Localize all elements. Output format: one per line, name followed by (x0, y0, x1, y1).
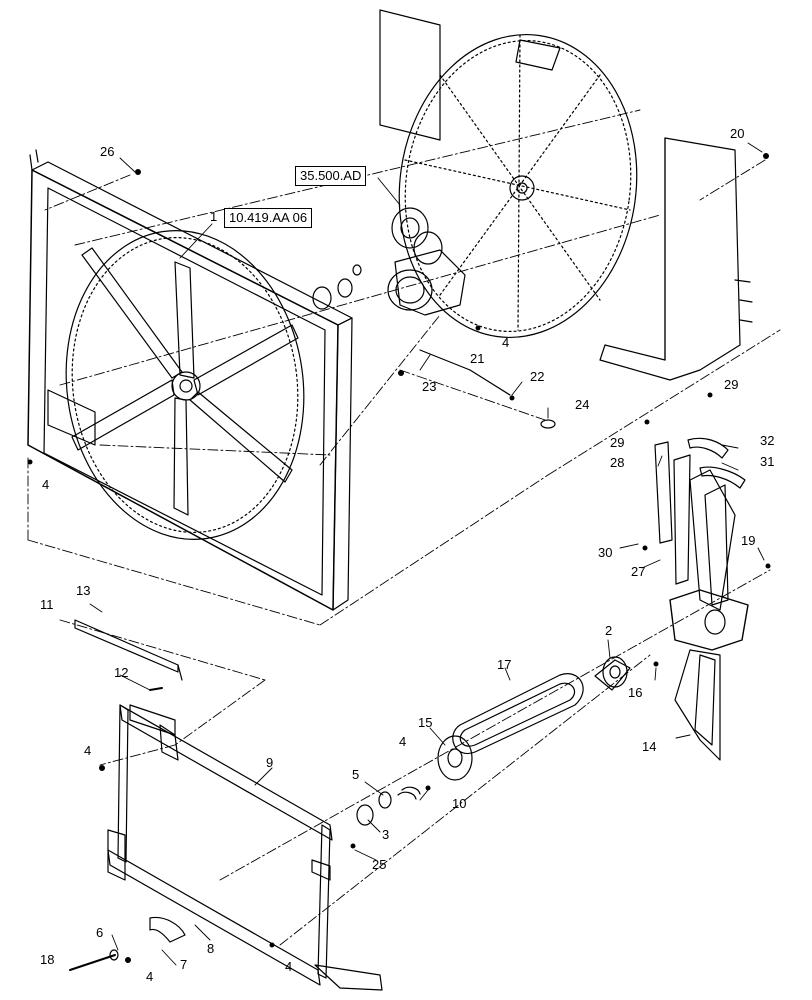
blade-bracket-parts (654, 437, 746, 585)
callout-16: 16 (628, 685, 643, 700)
fan-hub (594, 656, 631, 691)
ref-frame-section[interactable]: 10.419.AA 06 (224, 208, 313, 228)
callout-2: 2 (605, 623, 613, 638)
callout-17: 17 (497, 657, 512, 672)
fan-blade (669, 469, 749, 761)
callout-30: 30 (598, 545, 613, 560)
callout-29: 29 (724, 377, 739, 392)
shroud-disc (379, 9, 638, 339)
callout-15: 15 (418, 715, 433, 730)
radiator-frame (27, 149, 353, 611)
callout-25: 25 (372, 857, 387, 872)
callout-4: 4 (84, 743, 92, 758)
callout-3: 3 (382, 827, 390, 842)
callout-18: 18 (40, 952, 55, 967)
callout-32: 32 (760, 433, 775, 448)
pulley (437, 735, 473, 781)
drive-belt (452, 673, 584, 755)
bolts (69, 349, 556, 971)
callout-4: 4 (146, 969, 154, 984)
support-arm (74, 619, 183, 681)
callout-20: 20 (730, 126, 745, 141)
callout-4: 4 (399, 734, 407, 749)
callout-1: 1 (210, 209, 218, 224)
callout-5: 5 (352, 767, 360, 782)
callout-22: 22 (530, 369, 545, 384)
callout-26: 26 (100, 144, 115, 159)
drive-gearbox (312, 207, 466, 316)
callout-11: 11 (40, 597, 54, 612)
callout-14: 14 (642, 739, 657, 754)
callout-10: 10 (452, 796, 467, 811)
ref-drive-section[interactable]: 35.500.AD (295, 166, 367, 186)
callout-27: 27 (631, 564, 646, 579)
callout-8: 8 (207, 941, 215, 956)
mounting-frame (107, 704, 383, 991)
callout-4: 4 (285, 959, 293, 974)
callout-leaders (89, 142, 765, 966)
callout-7: 7 (180, 957, 188, 972)
callout-4: 4 (502, 335, 510, 350)
callout-6: 6 (96, 925, 104, 940)
callout-4: 4 (42, 477, 50, 492)
callout-13: 13 (76, 583, 91, 598)
callout-9: 9 (266, 755, 274, 770)
callout-31: 31 (760, 454, 775, 469)
shroud-side-panel (599, 137, 753, 381)
callout-12: 12 (114, 665, 129, 680)
callout-23: 23 (422, 379, 437, 394)
fasteners (27, 153, 771, 963)
callout-21: 21 (470, 351, 485, 366)
callout-29: 29 (610, 435, 625, 450)
callout-28: 28 (610, 455, 625, 470)
callout-19: 19 (741, 533, 756, 548)
leader-lines (27, 109, 781, 946)
callout-24: 24 (575, 397, 590, 412)
bearing-parts (356, 786, 421, 826)
